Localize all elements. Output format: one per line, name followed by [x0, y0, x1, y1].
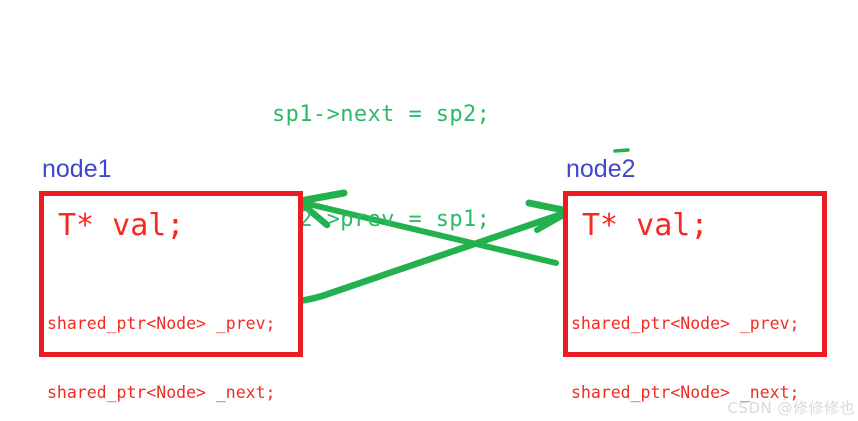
node2-next-declaration: shared_ptr<Node> _next; — [571, 383, 800, 402]
code-line-2: sp2->prev = sp1; — [272, 207, 491, 232]
tick-mark — [613, 148, 630, 153]
node1-box: T* val; shared_ptr<Node> _prev; shared_p… — [39, 191, 303, 402]
code-snippet: sp1->next = sp2; sp2->prev = sp1; — [272, 27, 490, 307]
node2-label: node2 — [566, 155, 636, 183]
node1-label: node1 — [42, 155, 112, 183]
csdn-watermark: CSDN @修修修也 — [727, 399, 855, 417]
node1-val-declaration: T* val; — [58, 208, 185, 243]
node2-box: T* val; shared_ptr<Node> _prev; shared_p… — [563, 191, 827, 402]
node2: node2 T* val; shared_ptr<Node> _prev; sh… — [563, 155, 827, 402]
node1: node1 T* val; shared_ptr<Node> _prev; sh… — [39, 155, 303, 402]
node2-val-declaration: T* val; — [582, 208, 709, 243]
node2-prev-declaration: shared_ptr<Node> _prev; — [571, 314, 800, 333]
node1-prev-declaration: shared_ptr<Node> _prev; — [47, 314, 276, 333]
code-line-1: sp1->next = sp2; — [272, 102, 491, 127]
node1-next-declaration: shared_ptr<Node> _next; — [47, 383, 276, 402]
